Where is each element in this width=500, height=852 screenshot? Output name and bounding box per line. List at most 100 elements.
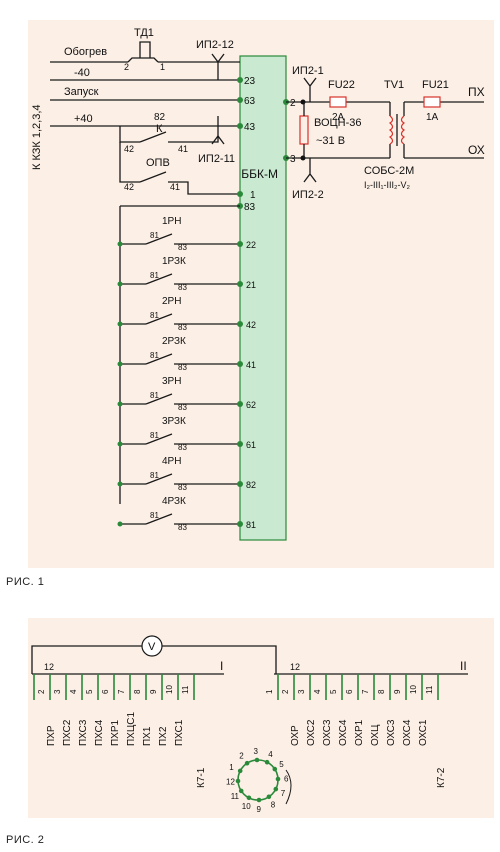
sobs-label: СОБС-2М (364, 165, 414, 177)
svg-text:41: 41 (178, 144, 188, 154)
junction (117, 401, 123, 407)
fu21-label: FU21 (422, 79, 449, 91)
bbk-block (239, 55, 287, 541)
dial-number: 1 (229, 763, 234, 772)
dial-point (264, 759, 270, 765)
svg-text:42: 42 (124, 182, 134, 192)
wafer-label: ПХС4 (94, 719, 105, 746)
dial-point (272, 766, 278, 772)
wafer-label: ОХЦ (370, 724, 381, 746)
dial-number: 11 (231, 792, 240, 801)
contact-81: 81 (150, 271, 159, 280)
contact-83: 83 (178, 283, 187, 292)
svg-text:2: 2 (124, 62, 129, 72)
contact-83: 83 (178, 363, 187, 372)
wafer-label: ОХС1 (418, 719, 429, 746)
dial-point (235, 778, 241, 784)
ip2-11-marker (211, 116, 225, 145)
wafer-pin-number: 10 (409, 685, 418, 694)
k-label: К (156, 123, 163, 135)
dial-number: 8 (271, 800, 276, 809)
wafer-label: ОХС3 (322, 719, 333, 746)
wafer-pin-number: 7 (117, 689, 126, 694)
zapusk-label: Запуск (64, 86, 99, 98)
dial-point (275, 776, 281, 782)
selector-dial (237, 759, 279, 801)
block-pin: 61 (246, 440, 256, 450)
figure-1-panel: ББК-М К КЗК 1,2,3,4 Обогрев -40 Запуск +… (28, 20, 494, 568)
wafer-pin-number: 3 (297, 689, 306, 694)
wafer-pin-number: 1 (28, 689, 30, 694)
svg-text:2A: 2A (332, 112, 345, 123)
svg-text:82: 82 (154, 112, 166, 123)
wafer-label: ПХЦС1 (126, 712, 137, 746)
opv-contact (139, 171, 167, 183)
ladder-rail (119, 205, 240, 504)
dial-point (266, 794, 272, 800)
svg-text:43: 43 (244, 122, 256, 133)
voltage-label: ~31 В (316, 135, 345, 147)
contact-blade (145, 433, 173, 445)
wafer-pin-number: 9 (393, 689, 402, 694)
voltmeter-label: V (148, 641, 156, 653)
contact-83: 83 (178, 523, 187, 532)
contact-81: 81 (150, 311, 159, 320)
pin-dot (237, 481, 243, 487)
dial-arrow (285, 769, 292, 805)
contact-81: 81 (150, 351, 159, 360)
wafer-label: ПХС3 (78, 719, 89, 746)
opv-wires (119, 142, 240, 195)
figure-2-caption: РИС. 2 (6, 834, 45, 846)
voltmeter (141, 635, 163, 657)
svg-text:12: 12 (44, 662, 54, 672)
block-pin: 82 (246, 480, 256, 490)
ip2-12-marker (211, 53, 225, 80)
contact-83: 83 (178, 403, 187, 412)
wafer-pin-number: 1 (265, 689, 274, 694)
contact-81: 81 (150, 231, 159, 240)
junction (117, 441, 123, 447)
dial-number: 2 (239, 752, 244, 761)
junction (117, 321, 123, 327)
contact-blade (145, 473, 173, 485)
junction (117, 521, 123, 527)
switch-k7-1: 1234567891011ПХРПХС2ПХС3ПХС4ПХР1ПХЦС1ПХ1… (28, 674, 195, 746)
tv1-label: TV1 (384, 79, 404, 91)
td1-label: ТД1 (134, 27, 154, 39)
contact-name: 2РН (162, 296, 181, 307)
junction (117, 281, 123, 287)
wafer-pin-number: 11 (425, 685, 434, 694)
ip2-1-marker (303, 77, 317, 102)
svg-text:2: 2 (290, 98, 296, 109)
tv1-primary (388, 115, 394, 145)
junction (117, 481, 123, 487)
contact-81: 81 (150, 471, 159, 480)
vocn-label: ВОЦН-36 (314, 117, 362, 129)
wafer-pin-number: 10 (165, 685, 174, 694)
meter-wire (31, 645, 277, 674)
dial-point (237, 768, 243, 774)
contact-blade (145, 393, 173, 405)
wafer-pin-number: 7 (361, 689, 370, 694)
wafer-pin-number: 4 (69, 689, 78, 694)
px-label: ПХ (468, 85, 485, 99)
wafer-pin-number: 6 (345, 689, 354, 694)
contact-name: 3РЗК (162, 416, 186, 427)
dial-number: 5 (279, 760, 284, 769)
wafer-pin-number: 2 (37, 689, 46, 694)
wafer-label: ОХС4 (338, 719, 349, 746)
contact-81: 81 (150, 431, 159, 440)
contact-83: 83 (178, 243, 187, 252)
svg-text:23: 23 (244, 76, 256, 87)
ip2-11-label: ИП2-11 (198, 153, 235, 165)
contact-blade (145, 313, 173, 325)
pin-dot (237, 401, 243, 407)
obogrev-label: Обогрев (64, 46, 107, 58)
wafer-pin-number: 2 (281, 689, 290, 694)
block-pin: 41 (246, 360, 256, 370)
pin-dot (237, 521, 243, 527)
